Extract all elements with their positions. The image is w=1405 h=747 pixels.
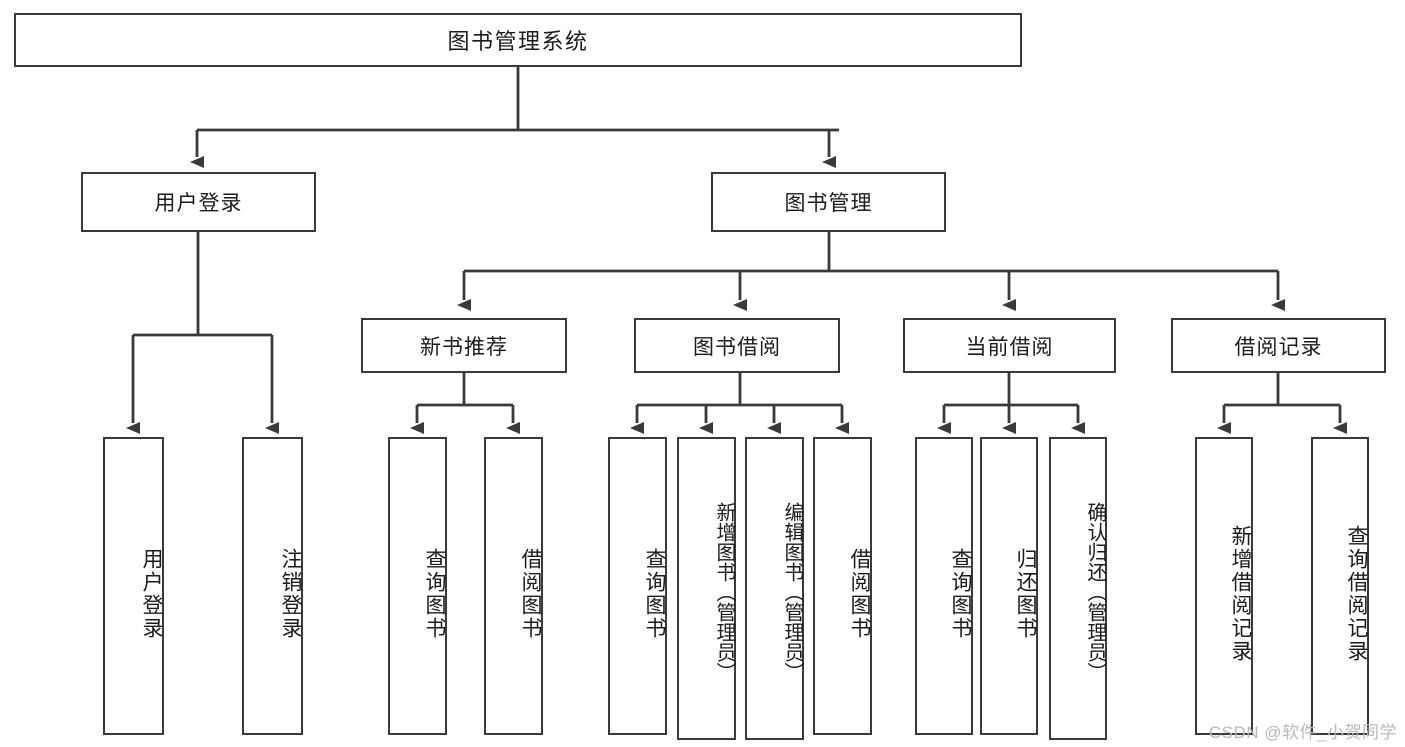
leaf-borrow-book-borrow[interactable]: 借阅图书 xyxy=(813,437,872,735)
leaf-add-book-admin[interactable]: 新增图书（管理员） xyxy=(677,437,736,740)
leaf-query-borrow-record[interactable]: 查询借阅记录 xyxy=(1311,437,1369,735)
node-user-login[interactable]: 用户登录 xyxy=(81,172,316,232)
leaf-user-login[interactable]: 用户登录 xyxy=(103,437,164,735)
leaf-borrow-book-new-recommend[interactable]: 借阅图书 xyxy=(484,437,543,735)
leaf-add-borrow-record[interactable]: 新增借阅记录 xyxy=(1195,437,1253,735)
node-book-management-system[interactable]: 图书管理系统 xyxy=(14,13,1022,67)
node-new-book-recommend[interactable]: 新书推荐 xyxy=(361,318,567,373)
node-book-borrow[interactable]: 图书借阅 xyxy=(634,318,840,373)
leaf-query-book-borrow[interactable]: 查询图书 xyxy=(608,437,667,735)
leaf-return-book[interactable]: 归还图书 xyxy=(980,437,1038,735)
leaf-logout-login[interactable]: 注销登录 xyxy=(242,437,303,735)
leaf-edit-book-admin[interactable]: 编辑图书（管理员） xyxy=(745,437,804,740)
node-book-manage[interactable]: 图书管理 xyxy=(711,172,946,232)
leaf-query-book-current[interactable]: 查询图书 xyxy=(915,437,973,735)
leaf-confirm-return-admin[interactable]: 确认归还（管理员） xyxy=(1049,437,1107,740)
leaf-query-book-new-recommend[interactable]: 查询图书 xyxy=(388,437,447,735)
node-current-borrow[interactable]: 当前借阅 xyxy=(903,318,1116,373)
node-borrow-record[interactable]: 借阅记录 xyxy=(1171,318,1386,373)
